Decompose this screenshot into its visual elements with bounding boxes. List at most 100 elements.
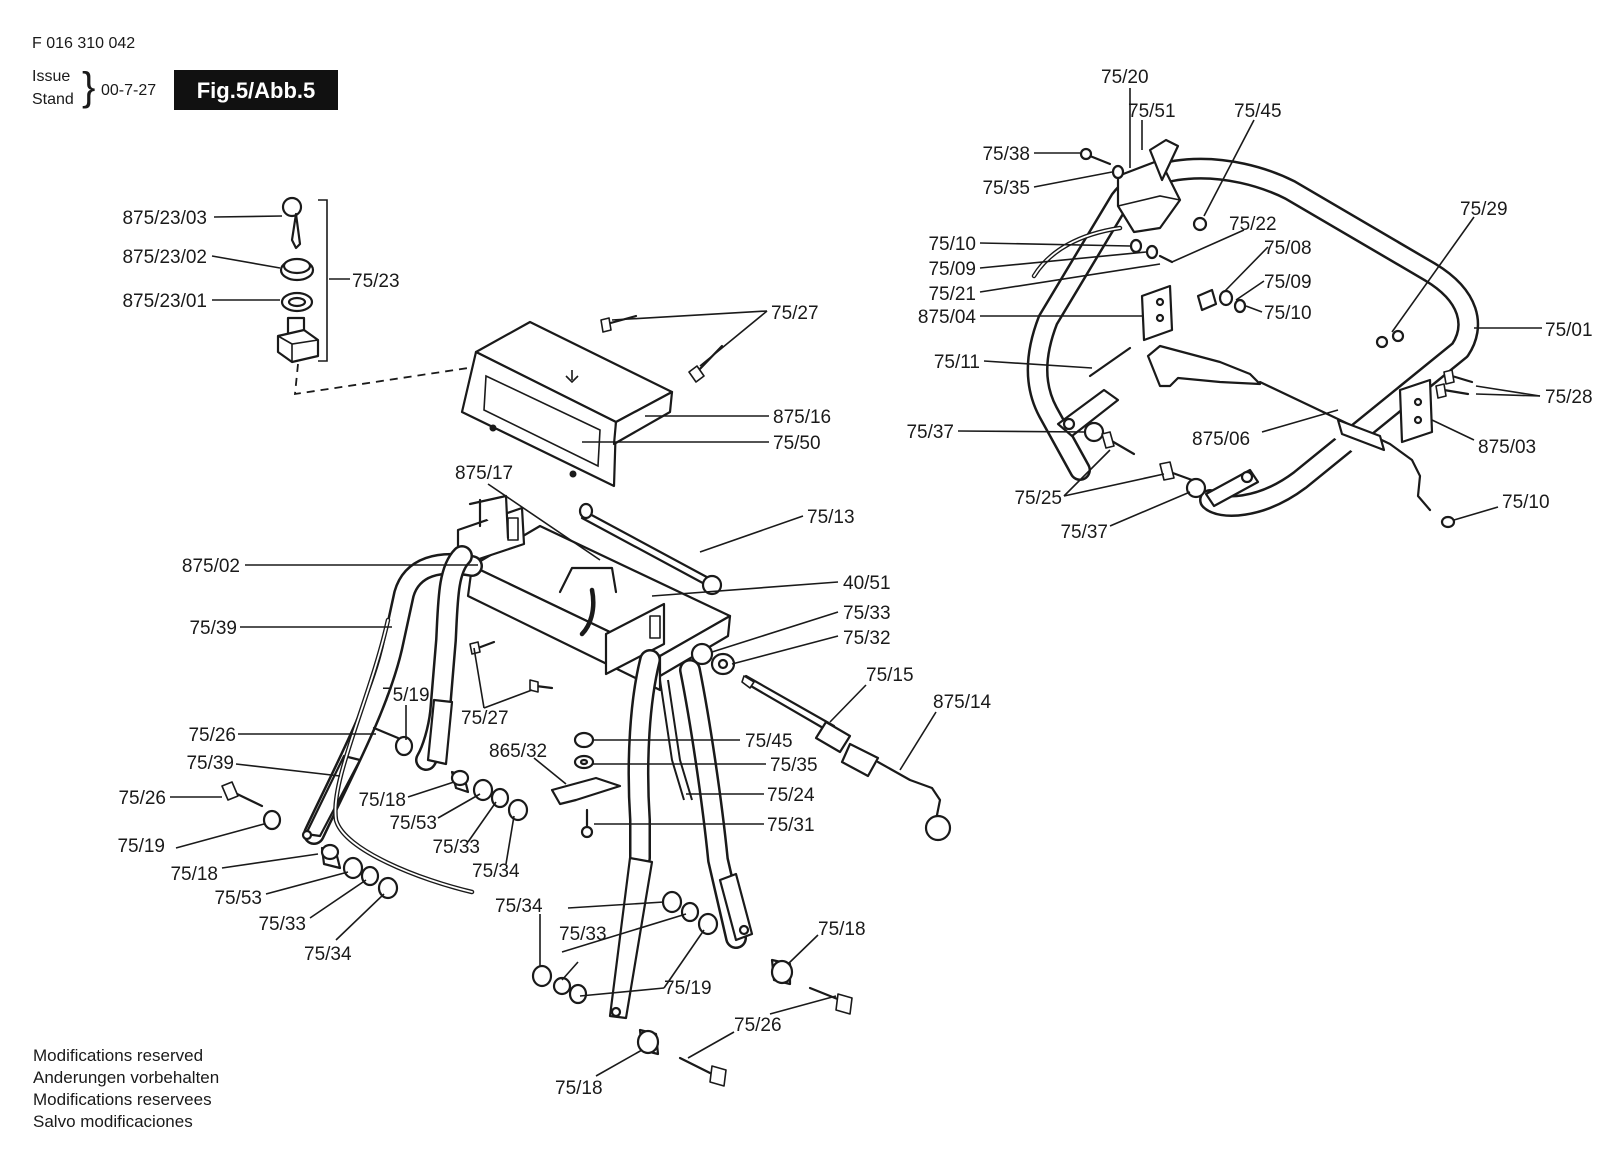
callout-75-53: 75/53 xyxy=(389,813,437,834)
washer-part xyxy=(280,291,314,313)
callout-75-31: 75/31 xyxy=(767,815,815,836)
washer-part xyxy=(394,735,414,757)
callout-75-33: 75/33 xyxy=(843,603,891,624)
spacer-part xyxy=(770,958,794,986)
footer-line-fr: Modifications reservees xyxy=(33,1090,212,1109)
nut-part xyxy=(1218,289,1234,307)
callout-75-37: 75/37 xyxy=(1060,522,1108,543)
pin-part xyxy=(578,502,723,596)
footer-line-es: Salvo modificaciones xyxy=(33,1112,193,1131)
callout-75-23: 75/23 xyxy=(352,271,400,292)
washer-part xyxy=(342,856,364,880)
key-switch-assembly xyxy=(276,196,569,396)
callout-75-34: 75/34 xyxy=(304,944,352,965)
callout-875-06: 875/06 xyxy=(1192,429,1250,450)
washer-part xyxy=(552,976,572,996)
nut-part xyxy=(279,257,315,282)
screw-part xyxy=(529,679,554,693)
bolt-part xyxy=(1159,461,1194,482)
group-bracket xyxy=(318,199,328,362)
callout-75-09: 75/09 xyxy=(1264,272,1312,293)
washer-part xyxy=(1185,477,1207,499)
clamp-part xyxy=(1196,288,1218,312)
callout-75-19: 75/19 xyxy=(117,836,165,857)
callout-875-23-02: 875/23/02 xyxy=(122,247,207,268)
washer-part xyxy=(262,809,282,831)
callout-75-34: 75/34 xyxy=(472,861,520,882)
throttle-control-part xyxy=(1031,138,1182,279)
spacer-part xyxy=(320,843,342,870)
spacer-part xyxy=(450,769,470,794)
washer-part xyxy=(1111,164,1125,180)
footer-notes: Modifications reserved Anderungen vorbeh… xyxy=(33,1046,219,1131)
callout-875-04: 875/04 xyxy=(918,307,977,328)
callout-75-32: 75/32 xyxy=(843,628,891,649)
callout-75-45: 75/45 xyxy=(1234,101,1282,122)
washer-part xyxy=(1083,421,1105,443)
clip-part xyxy=(550,776,622,806)
callout-75-09: 75/09 xyxy=(928,259,976,280)
screw-part xyxy=(469,640,496,655)
callout-865-32: 865/32 xyxy=(489,741,547,762)
issue-label: Issue xyxy=(32,68,70,85)
callout-75-35: 75/35 xyxy=(770,755,818,776)
rod-part xyxy=(659,679,693,801)
callout-75-10: 75/10 xyxy=(928,234,976,255)
bolt-part xyxy=(372,726,400,740)
callout-75-01: 75/01 xyxy=(1545,320,1593,341)
spring-part xyxy=(1088,346,1132,378)
callout-75-18: 75/18 xyxy=(818,919,866,940)
figure-label: Fig.5/Abb.5 xyxy=(197,78,316,103)
washer-part xyxy=(573,754,595,770)
bolt-part xyxy=(221,781,264,808)
issue-date: 00-7-27 xyxy=(101,82,156,99)
callout-75-35: 75/35 xyxy=(982,178,1030,199)
nut-part xyxy=(1145,244,1159,260)
washer-part xyxy=(710,652,736,676)
callout-75-33: 75/33 xyxy=(258,914,306,935)
callout-75-18: 75/18 xyxy=(358,790,406,811)
bolt-part xyxy=(808,986,853,1015)
nut-part xyxy=(1192,216,1208,232)
mounting-bracket-part xyxy=(456,494,732,692)
figure-badge xyxy=(174,70,338,110)
callout-75-26: 75/26 xyxy=(188,725,236,746)
washer-part xyxy=(472,778,494,802)
callout-75-13: 75/13 xyxy=(807,507,855,528)
leader-lines xyxy=(170,88,1542,1077)
callout-75-19: 75/19 xyxy=(382,685,430,706)
switch-bracket-part xyxy=(1398,378,1434,444)
screw-part xyxy=(1079,147,1112,166)
footer-line-en: Modifications reserved xyxy=(33,1046,203,1065)
callout-75-27: 75/27 xyxy=(461,708,509,729)
washer-part xyxy=(697,912,719,936)
footer-line-de: Anderungen vorbehalten xyxy=(33,1068,219,1087)
stand-label: Stand xyxy=(32,91,74,108)
upper-handle-part xyxy=(1026,157,1480,517)
callout-75-28: 75/28 xyxy=(1545,387,1593,408)
callout-75-08: 75/08 xyxy=(1264,238,1312,259)
callout-75-10: 75/10 xyxy=(1502,492,1550,513)
callout-75-24: 75/24 xyxy=(767,785,815,806)
callout-75-29: 75/29 xyxy=(1460,199,1508,220)
callout-75-37: 75/37 xyxy=(906,422,954,443)
nut-part xyxy=(573,731,595,749)
bolt-part xyxy=(678,1056,727,1087)
switch-body-part xyxy=(276,316,320,364)
washer-part xyxy=(360,865,380,887)
nut-part xyxy=(661,890,683,914)
callout-75-22: 75/22 xyxy=(1229,214,1277,235)
key-part xyxy=(281,196,303,250)
washer-part xyxy=(1233,298,1247,314)
callout-75-33: 75/33 xyxy=(559,924,607,945)
callout-875-16: 875/16 xyxy=(773,407,831,428)
callout-75-15: 75/15 xyxy=(866,665,914,686)
callout-75-45: 75/45 xyxy=(745,731,793,752)
callout-75-26: 75/26 xyxy=(118,788,166,809)
callout-75-33: 75/33 xyxy=(432,837,480,858)
callout-875-23-01: 875/23/01 xyxy=(122,291,207,312)
callout-75-34: 75/34 xyxy=(495,896,543,917)
callout-75-20: 75/20 xyxy=(1101,67,1149,88)
bolt-part xyxy=(1101,431,1136,456)
